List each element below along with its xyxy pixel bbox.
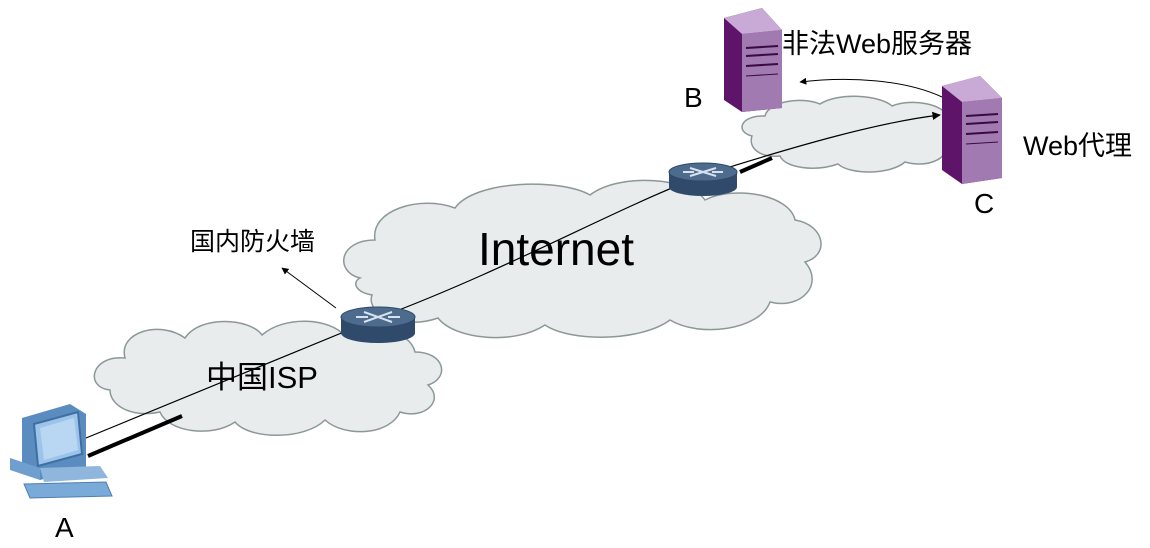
physical-links bbox=[87, 156, 773, 458]
firewall-label: 国内防火墙 bbox=[190, 227, 316, 256]
internet-label: Internet bbox=[478, 223, 634, 275]
china-isp-label: 中国ISP bbox=[206, 360, 318, 395]
proxy-to-server-arrow bbox=[799, 77, 943, 98]
illegal-server-label: 非法Web服务器 bbox=[782, 29, 973, 59]
cloud-china-isp bbox=[93, 320, 443, 436]
node-b-label: B bbox=[684, 82, 703, 113]
computer-icon bbox=[10, 404, 113, 499]
web-proxy-label: Web代理 bbox=[1023, 131, 1133, 161]
router-icon bbox=[668, 162, 738, 196]
node-c-label: C bbox=[974, 188, 995, 219]
node-a-label: A bbox=[55, 512, 74, 543]
server-icon bbox=[942, 76, 1002, 184]
server-icon bbox=[724, 8, 782, 112]
cloud-internet bbox=[343, 179, 822, 339]
firewall-arrow bbox=[281, 267, 337, 309]
router-icon bbox=[340, 306, 416, 343]
